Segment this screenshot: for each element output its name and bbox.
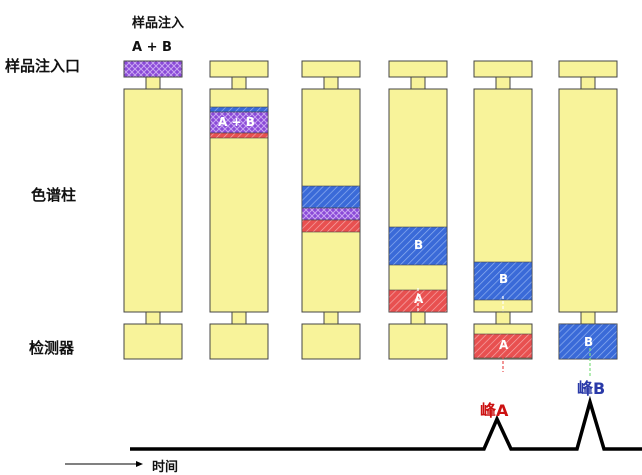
connector [323, 76, 339, 90]
band-b [473, 261, 533, 301]
injection-port-block [123, 60, 183, 78]
injection-port-block [558, 60, 618, 78]
injection-port-block [473, 60, 533, 78]
column-stage-5 [473, 60, 533, 372]
sample-mix-label: A + B [132, 40, 172, 55]
time-label: 时间 [152, 460, 179, 475]
detector-label: 检测器 [29, 339, 75, 357]
injection-port-block [209, 60, 269, 78]
band-mix [301, 207, 361, 221]
connector [231, 76, 247, 90]
connector [580, 76, 596, 90]
column-stage-4 [388, 60, 448, 360]
band-a [209, 132, 269, 139]
detector-block [123, 323, 183, 360]
band-b [301, 185, 361, 209]
band-label-mix: A + B [218, 115, 255, 129]
detector-block [301, 323, 361, 360]
band-label-a: A [499, 338, 509, 352]
column-body [123, 88, 183, 313]
connector [145, 76, 161, 90]
peak-b-label: 峰B [577, 379, 606, 398]
column-stage-3 [301, 60, 361, 360]
injection-port-block [301, 60, 361, 78]
time-arrow-head [136, 461, 143, 467]
sample-injection-label: 样品注入 [132, 16, 185, 31]
connector [231, 311, 247, 325]
connector [145, 311, 161, 325]
connector [323, 311, 339, 325]
column-stage-2 [209, 60, 269, 360]
column-stage-1 [123, 60, 183, 360]
column-body [388, 88, 448, 313]
column-stage-6 [558, 60, 618, 376]
band-b-in-detector [558, 323, 618, 360]
connector [495, 76, 511, 90]
injection-port-label: 样品注入口 [5, 57, 81, 75]
band-label-b: B [499, 272, 509, 286]
connector [410, 311, 426, 325]
connector [410, 76, 426, 90]
chromatogram-baseline [130, 395, 642, 451]
band-label-b: B [584, 335, 594, 349]
band-a-in-detector [473, 333, 533, 359]
band-a [301, 219, 361, 233]
band-label-a: A [414, 292, 424, 306]
connector [495, 311, 511, 325]
band-label-b: B [414, 238, 424, 252]
band-b [209, 106, 269, 113]
injection-port-block [388, 60, 448, 78]
detector-block [209, 323, 269, 360]
peak-a-label: 峰A [480, 401, 509, 420]
column-body [558, 88, 618, 313]
band-b [388, 226, 448, 266]
connector [580, 311, 596, 325]
detector-block [388, 323, 448, 360]
column-label: 色谱柱 [31, 186, 77, 204]
